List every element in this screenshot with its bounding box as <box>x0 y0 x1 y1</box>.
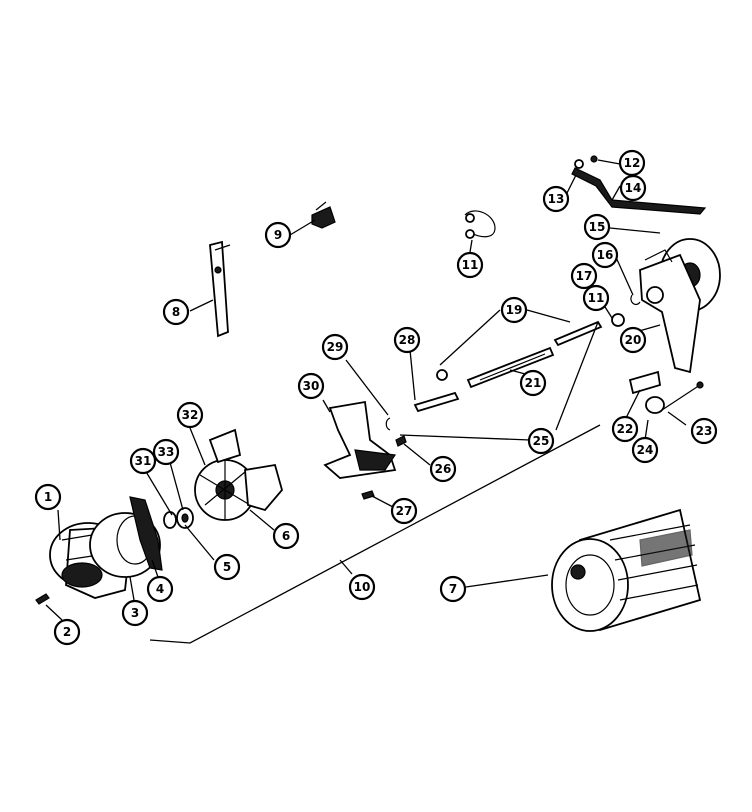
callout-label: 9 <box>274 228 282 242</box>
callout-label: 8 <box>172 305 180 319</box>
callout-25: 25 <box>527 427 555 455</box>
callout-label: 19 <box>506 303 523 317</box>
callout-label: 22 <box>617 422 634 436</box>
callout-label: 27 <box>396 504 413 518</box>
part-spring-clip-11 <box>464 210 496 239</box>
callout-label: 6 <box>282 529 290 543</box>
callout-label: 23 <box>696 424 713 438</box>
callout-7: 7 <box>439 575 467 603</box>
part-lever-arm <box>571 155 707 215</box>
callout-label: 14 <box>625 181 642 195</box>
callout-label: 3 <box>131 606 139 620</box>
callout-21: 21 <box>519 369 547 397</box>
callout-16: 16 <box>591 241 619 269</box>
callout-6: 6 <box>272 522 300 550</box>
callout-11-top: 11 <box>456 251 484 279</box>
callout-20: 20 <box>619 326 647 354</box>
callout-label: 10 <box>354 580 371 594</box>
callout-label: 13 <box>548 192 565 206</box>
callout-label: 24 <box>637 443 654 457</box>
callout-label: 33 <box>158 445 175 459</box>
part-pin-19 <box>436 320 603 381</box>
part-pump-housing <box>194 428 283 521</box>
callout-3: 3 <box>121 599 149 627</box>
callout-24: 24 <box>631 436 659 464</box>
callout-8: 8 <box>162 298 190 326</box>
callout-22: 22 <box>611 415 639 443</box>
callout-label: 26 <box>435 462 452 476</box>
callout-label: 31 <box>135 454 152 468</box>
callout-label: 1 <box>44 490 52 504</box>
callout-28: 28 <box>393 326 421 354</box>
callout-19: 19 <box>500 296 528 324</box>
callout-17: 17 <box>570 262 598 290</box>
callout-1: 1 <box>34 483 62 511</box>
callout-label: 12 <box>624 156 641 170</box>
callout-29: 29 <box>321 333 349 361</box>
callout-label: 28 <box>399 333 416 347</box>
part-bracket-30 <box>323 400 407 500</box>
callout-27: 27 <box>390 497 418 525</box>
callout-2: 2 <box>53 618 81 646</box>
callout-9: 9 <box>264 221 292 249</box>
callout-23: 23 <box>690 417 718 445</box>
part-motor <box>551 508 702 632</box>
callout-label: 2 <box>63 625 71 639</box>
callout-label: 15 <box>589 220 606 234</box>
callout-33: 33 <box>152 438 180 466</box>
callout-label: 4 <box>156 582 164 596</box>
callout-13: 13 <box>542 185 570 213</box>
callout-30: 30 <box>297 372 325 400</box>
callout-label: 17 <box>576 269 593 283</box>
callout-32: 32 <box>176 401 204 429</box>
callout-label: 7 <box>449 582 457 596</box>
part-screw-2 <box>35 593 50 605</box>
callout-label: 11 <box>462 258 479 272</box>
part-pulley-assembly <box>611 238 721 374</box>
callout-label: 5 <box>223 560 231 574</box>
part-shaft-21 <box>466 346 555 389</box>
callout-label: 21 <box>525 376 542 390</box>
callout-31: 31 <box>129 447 157 475</box>
callout-14: 14 <box>619 174 647 202</box>
callout-label: 25 <box>533 434 550 448</box>
callout-10: 10 <box>348 573 376 601</box>
callout-5: 5 <box>213 553 241 581</box>
callout-label: 30 <box>303 379 320 393</box>
callout-label: 16 <box>597 248 614 262</box>
callout-11-right: 11 <box>582 284 610 312</box>
part-fan-blade <box>129 496 163 571</box>
callout-label: 32 <box>182 408 199 422</box>
callout-26: 26 <box>429 455 457 483</box>
part-clip-9 <box>311 201 336 229</box>
part-washers <box>163 507 194 529</box>
part-bracket-strip <box>209 240 231 338</box>
part-rod-28 <box>413 391 460 413</box>
callout-15: 15 <box>583 213 611 241</box>
part-bushings <box>628 370 704 414</box>
callout-12: 12 <box>618 149 646 177</box>
callout-label: 11 <box>588 291 605 305</box>
callout-label: 29 <box>327 340 344 354</box>
callout-4: 4 <box>146 575 174 603</box>
callout-label: 20 <box>625 333 642 347</box>
